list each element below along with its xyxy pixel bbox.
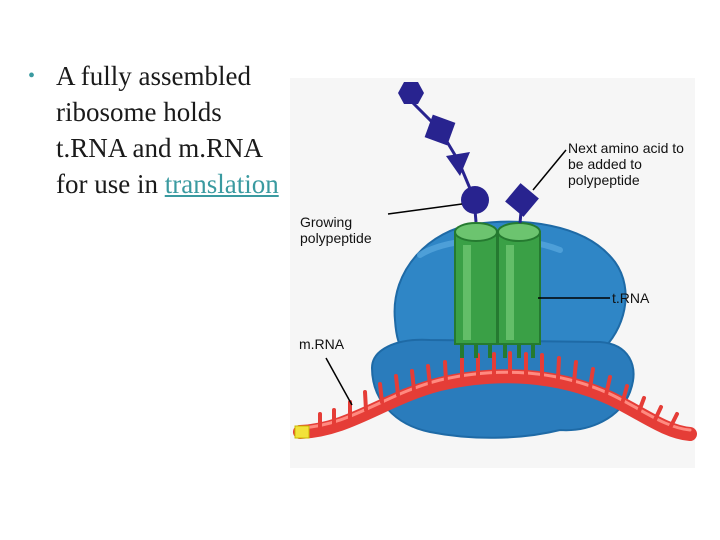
bullet-item: • A fully assembled ribosome holds t.RNA… — [28, 58, 296, 202]
mrna-bases — [318, 351, 679, 430]
label-trna: t.RNA — [612, 290, 650, 306]
leader-mrna — [325, 357, 353, 406]
trna-right — [497, 222, 541, 345]
mrna-cap — [294, 425, 310, 439]
next-amino-acid-link — [518, 211, 523, 224]
amino-acid-circle — [461, 186, 489, 214]
amino-acid-hexagon — [398, 82, 424, 104]
bullet-dot: • — [28, 65, 36, 87]
label-growing-polypeptide: Growing polypeptide — [300, 214, 372, 246]
amino-acid-square — [424, 114, 456, 146]
trna-anticodons — [460, 344, 535, 358]
leader-next-amino-acid — [532, 149, 567, 191]
ribosome-small-subunit — [370, 338, 635, 439]
bullet-text: A fully assembled ribosome holds t.RNA a… — [56, 61, 262, 199]
trna-left — [454, 222, 498, 345]
next-amino-acid-square — [505, 183, 539, 217]
mrna-strand — [293, 369, 697, 441]
amino-acid-triangle — [446, 152, 470, 176]
leader-growing-polypeptide — [387, 203, 463, 215]
translation-link[interactable]: translation — [164, 169, 279, 199]
label-next-amino-acid: Next amino acid to be added to polypepti… — [568, 140, 684, 188]
label-mrna: m.RNA — [299, 336, 345, 352]
